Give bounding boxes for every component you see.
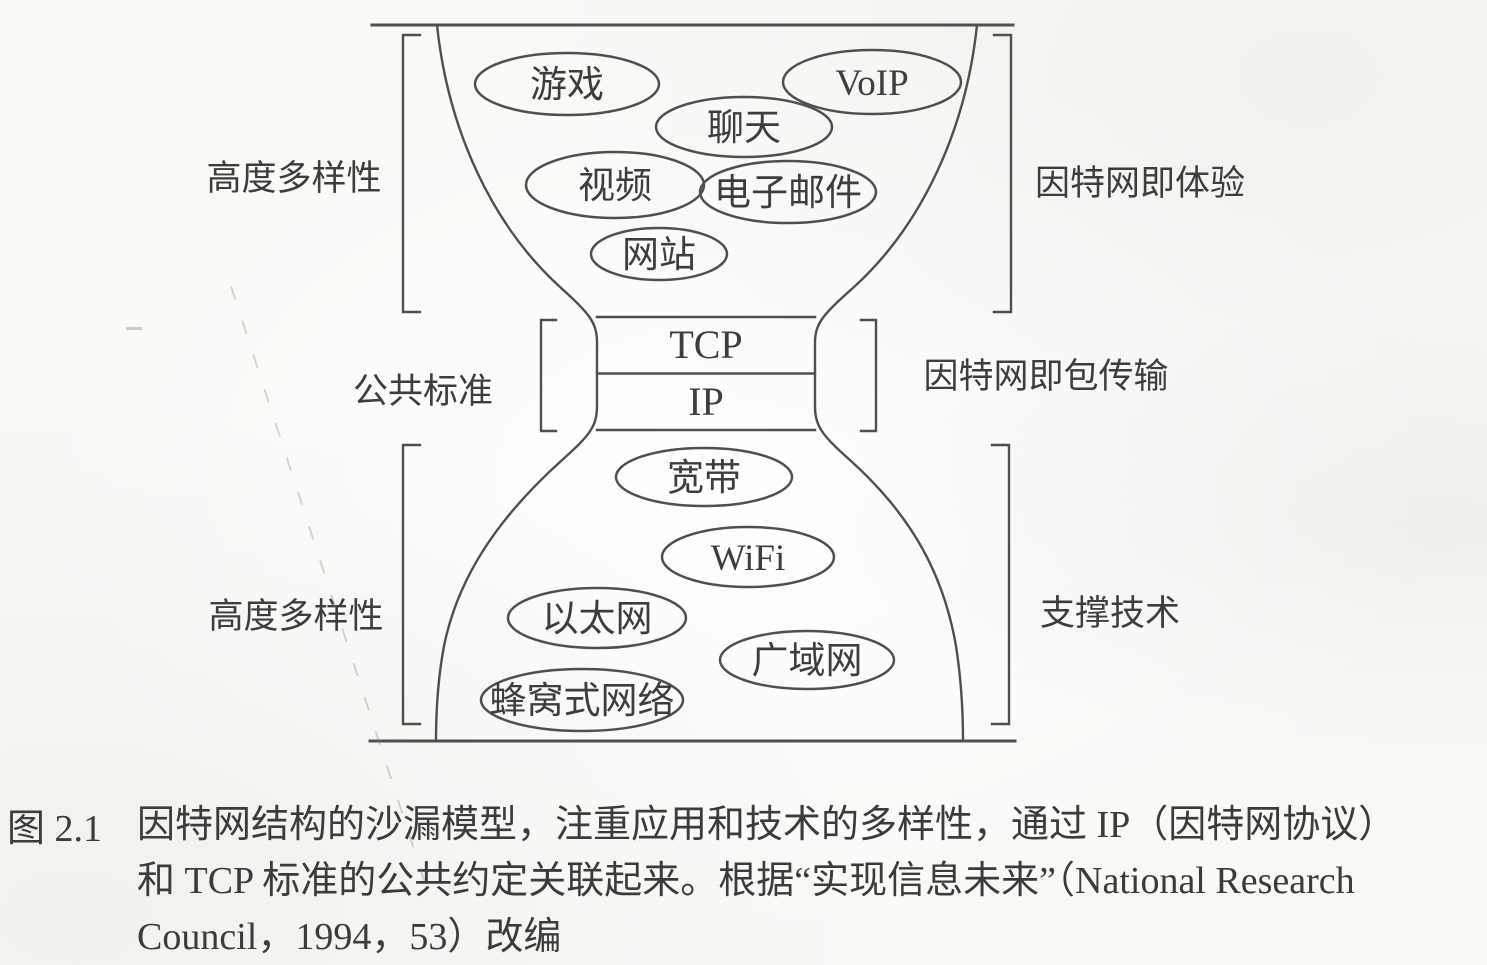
ellipse-outline [506,586,688,650]
figure-caption: 图 2.1 因特网结构的沙漏模型，注重应用和技术的多样性，通过 IP（因特网协议… [7,797,1482,965]
node-label: 以太网 [542,599,653,640]
technology-node: 蜂窝式网络 [479,667,685,733]
ellipse-outline [660,525,836,589]
node-label: 视频 [578,165,652,207]
caption-line-1: 因特网结构的沙漏模型，注重应用和技术的多样性，通过 IP（因特网协议） [137,804,1397,846]
label-high-diversity-top: 高度多样性 [206,159,382,198]
bracket-top-left [401,33,422,314]
node-label: 游戏 [530,65,604,106]
scan-artifact [126,327,142,330]
ellipse-outline [654,95,834,159]
label-internet-as-packet-transport: 因特网即包传输 [923,357,1169,396]
bracket-bottom-left [401,443,422,726]
technology-node: 广域网 [718,629,896,691]
node-label: 电子邮件 [714,173,862,214]
bracket-bottom-right [990,443,1011,726]
ellipse-outline [479,667,685,733]
node-label: WiFi [711,538,786,579]
technology-node: 宽带 [614,446,794,508]
application-node: 网站 [589,226,729,282]
technology-node: 以太网 [506,586,688,650]
node-label: 聊天 [707,108,781,149]
application-node: 视频 [524,150,706,220]
node-label: 蜂窝式网络 [490,680,675,722]
technology-node: WiFi [660,525,836,589]
hourglass-right-outline [813,23,979,743]
figure-number: 图 2.1 [7,808,103,850]
node-label: 广域网 [752,641,863,682]
application-node: VoIP [781,48,963,116]
ellipse-outline [614,446,794,508]
label-internet-as-experience: 因特网即体验 [1034,164,1245,203]
ellipse-outline [698,159,878,225]
ellipse-outline [718,629,896,691]
ellipse-outline [781,48,963,116]
application-node: 聊天 [654,95,834,159]
application-node: 游戏 [473,51,661,117]
ellipse-outline [524,150,706,220]
application-node: 电子邮件 [698,159,878,225]
ellipse-outline [473,51,661,117]
bracket-top-right [992,33,1013,314]
caption-line-3: Council，1994，53）改编 [137,916,562,958]
bracket-middle-left [539,318,558,433]
hourglass-left-outline [434,23,599,743]
label-common-standards: 公共标准 [352,372,493,411]
node-label: 网站 [622,235,696,276]
bracket-middle-right [859,318,878,433]
label-supporting-technologies: 支撑技术 [1039,594,1180,633]
node-label: 宽带 [667,457,741,499]
caption-text: 因特网结构的沙漏模型，注重应用和技术的多样性，通过 IP（因特网协议） 和 TC… [137,797,1482,965]
ellipse-outline [589,226,729,282]
label-high-diversity-bottom: 高度多样性 [208,597,384,636]
node-label: VoIP [835,63,908,104]
tcp-label: TCP [669,322,743,367]
caption-line-2: 和 TCP 标准的公共约定关联起来。根据“实现信息未来”（National Re… [137,860,1355,902]
ip-label: IP [688,379,724,424]
